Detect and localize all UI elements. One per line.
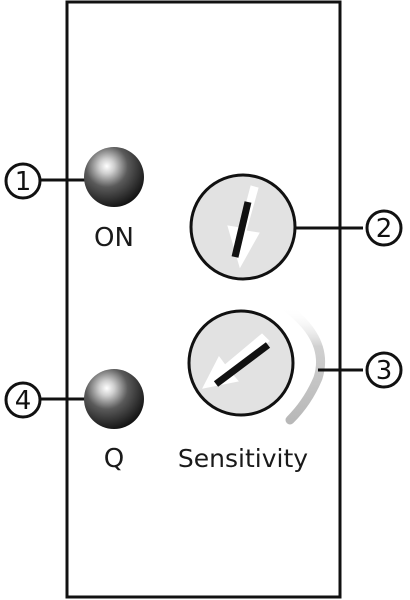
callout-4: 4 bbox=[4, 381, 86, 419]
panel-outline bbox=[65, 0, 342, 599]
led-on: ON bbox=[84, 147, 144, 253]
callout-2: 2 bbox=[295, 209, 403, 247]
led-q-label: Q bbox=[104, 444, 124, 474]
sensitivity-label: Sensitivity bbox=[178, 444, 308, 473]
led-indicator-icon bbox=[84, 147, 144, 207]
callout-3-number: 3 bbox=[376, 356, 393, 386]
knob-2[interactable] bbox=[189, 173, 297, 281]
knob-3-sensitivity[interactable]: Sensitivity bbox=[178, 302, 326, 473]
knob-2-pointer bbox=[231, 201, 252, 258]
callout-1-number: 1 bbox=[15, 167, 32, 197]
led-indicator-icon bbox=[84, 369, 144, 429]
callout-1: 1 bbox=[4, 162, 86, 200]
led-on-label: ON bbox=[94, 223, 134, 253]
callout-2-number: 2 bbox=[376, 214, 393, 244]
callout-3: 3 bbox=[318, 351, 403, 389]
led-q: Q bbox=[84, 369, 144, 474]
knob-3-pointer bbox=[213, 342, 271, 387]
sensitivity-range-arc bbox=[281, 302, 326, 425]
callout-4-number: 4 bbox=[15, 386, 32, 416]
